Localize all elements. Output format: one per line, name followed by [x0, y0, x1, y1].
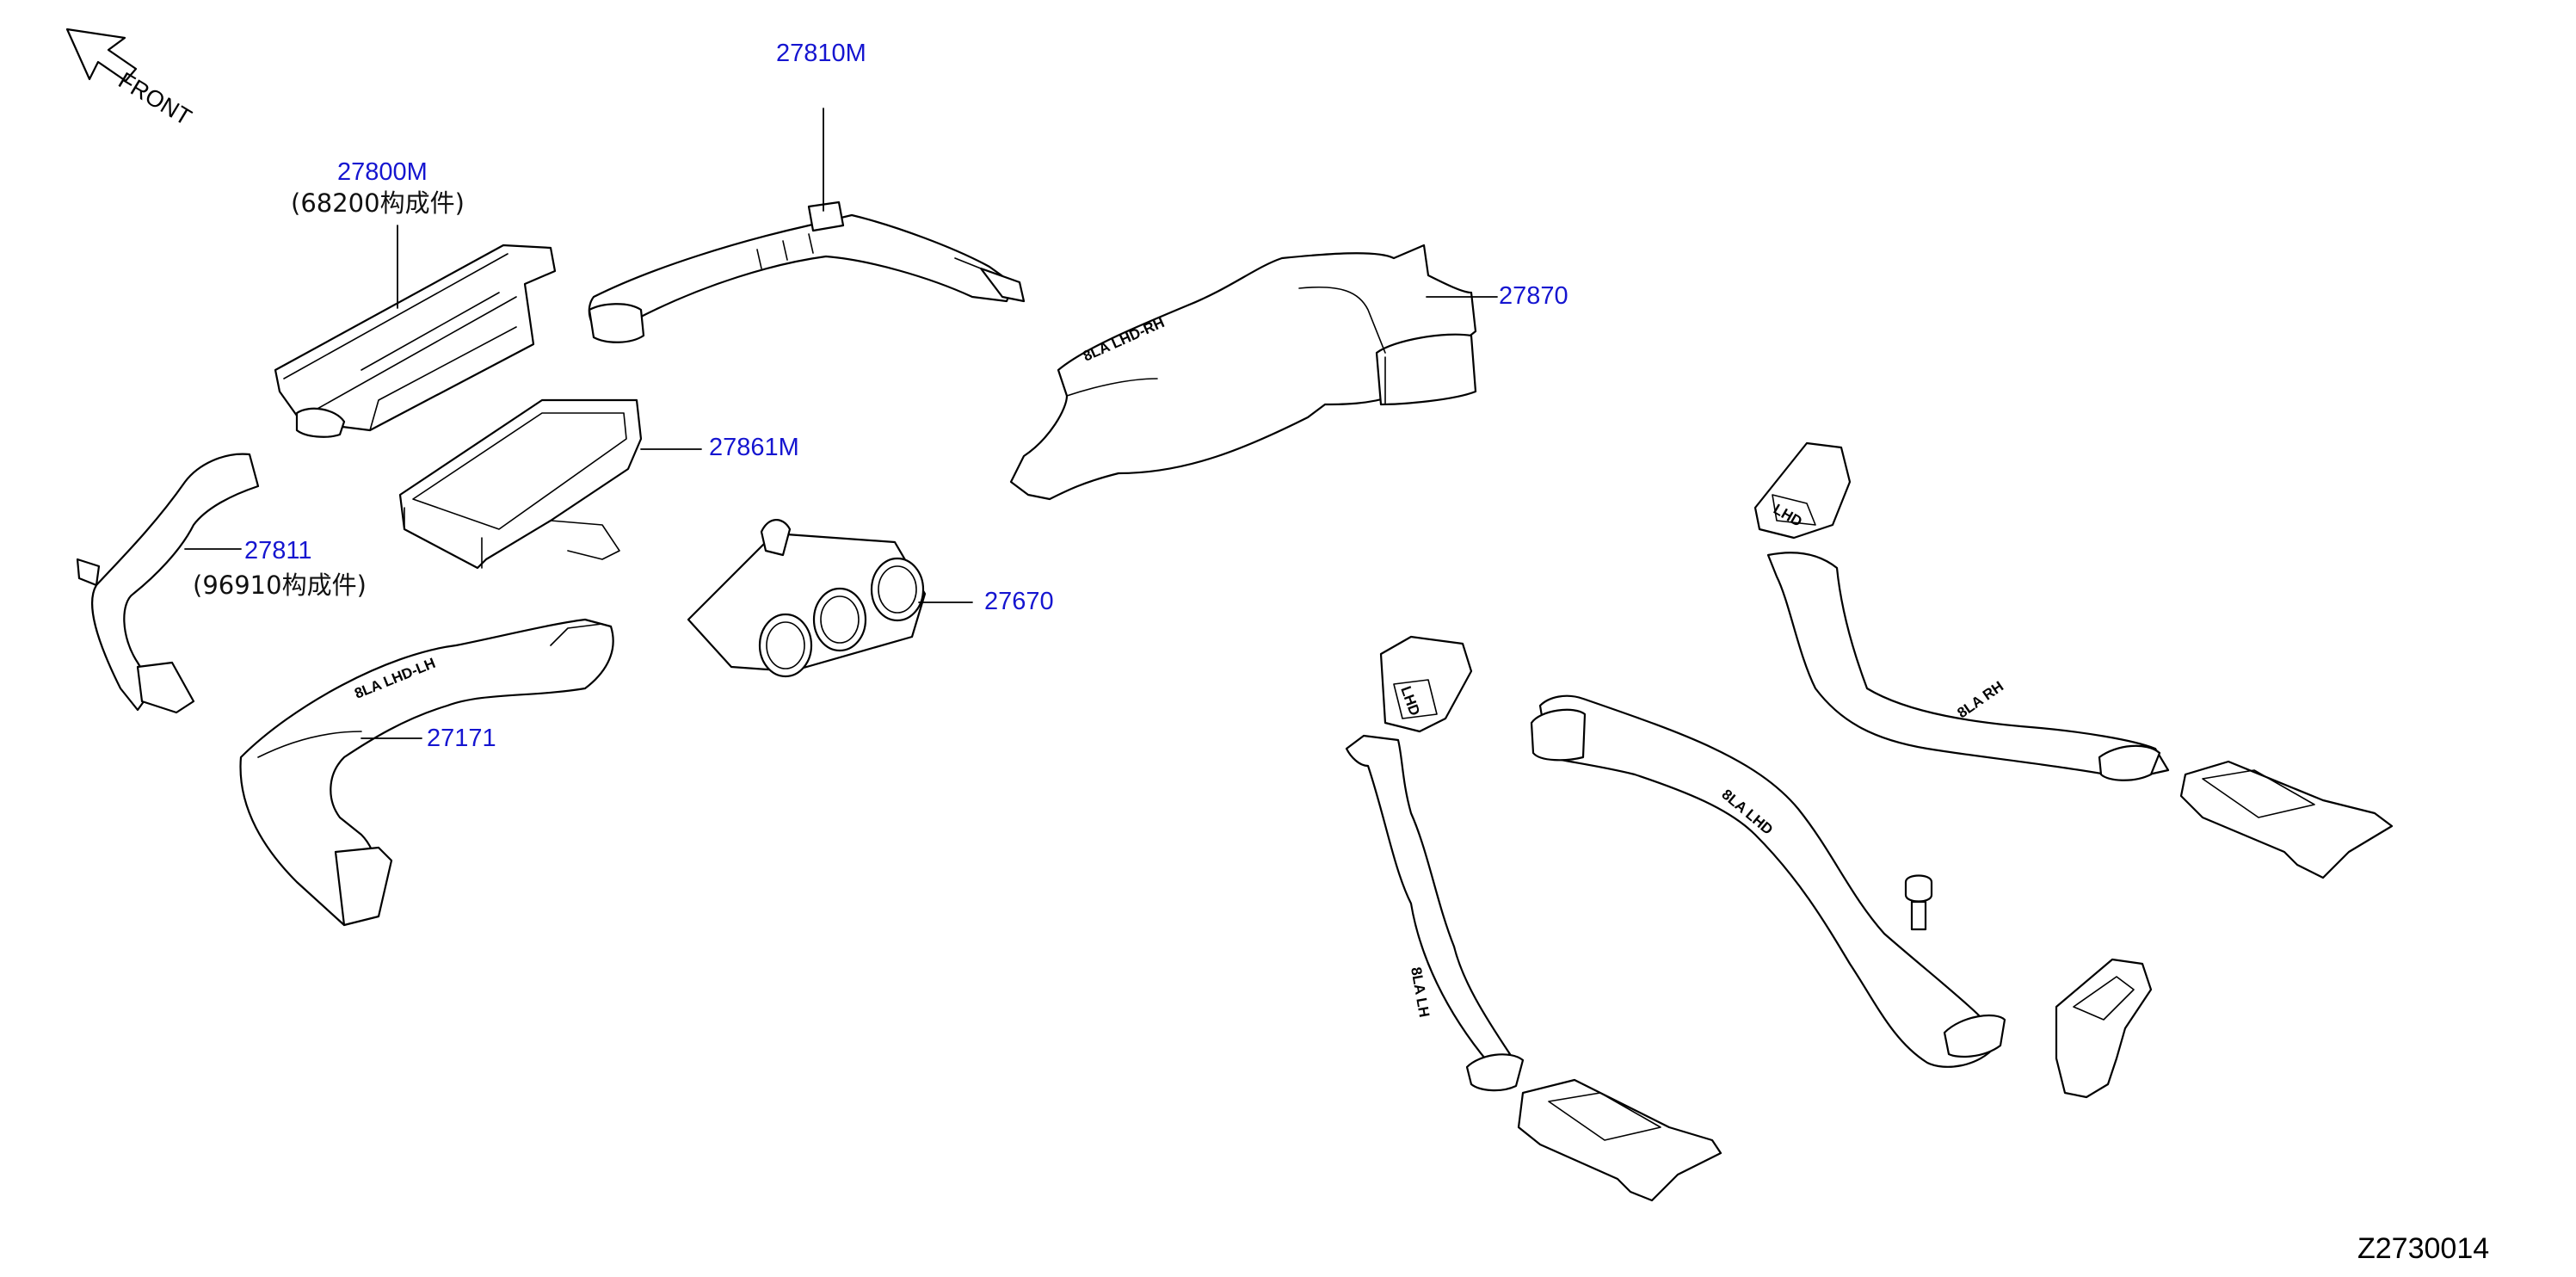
callout-27670[interactable]: 27670: [984, 588, 1054, 615]
callout-27810m[interactable]: 27810M: [776, 40, 866, 67]
part-riser-duct-left[interactable]: 8LA LH: [1345, 734, 1525, 1092]
marking-right: 8LA RH: [1954, 678, 2006, 721]
callout-27800m[interactable]: 27800M: [337, 158, 428, 186]
part-27861m-grille[interactable]: [398, 398, 702, 570]
part-27870-duct[interactable]: 8LA LHD-RH: [1009, 244, 1498, 501]
callout-27870[interactable]: 27870: [1499, 282, 1568, 310]
callout-27811[interactable]: 27811: [244, 537, 312, 564]
part-right-duct[interactable]: 8LA RH: [1766, 552, 2170, 781]
marking-riser: 8LA LH: [1408, 965, 1433, 1018]
part-27171-duct[interactable]: 8LA LHD-LH: [239, 618, 614, 927]
part-vent-left[interactable]: LHD: [1379, 635, 1473, 733]
callout-27800m-note: (68200构成件): [291, 188, 465, 218]
part-27800m-nozzle[interactable]: [274, 225, 557, 438]
diagram-code: Z2730014: [2357, 1232, 2490, 1265]
part-lower-vent-right[interactable]: [2179, 760, 2394, 879]
callout-27861m[interactable]: 27861M: [709, 434, 799, 461]
part-27810m-duct[interactable]: [588, 108, 1026, 343]
part-27670-duct[interactable]: [687, 519, 973, 678]
part-center-duct[interactable]: 8LA LHD: [1530, 694, 2006, 1068]
part-lower-vent-left[interactable]: [1517, 1078, 1722, 1202]
part-27811-duct[interactable]: [76, 453, 260, 714]
part-clip[interactable]: [1904, 874, 1933, 931]
callout-27811-note: (96910构成件): [193, 571, 367, 600]
callout-27171[interactable]: 27171: [427, 725, 496, 752]
part-elbow-duct[interactable]: [2055, 958, 2153, 1099]
front-arrow-icon: [65, 28, 138, 83]
part-vent-right[interactable]: LHD: [1753, 441, 1852, 540]
